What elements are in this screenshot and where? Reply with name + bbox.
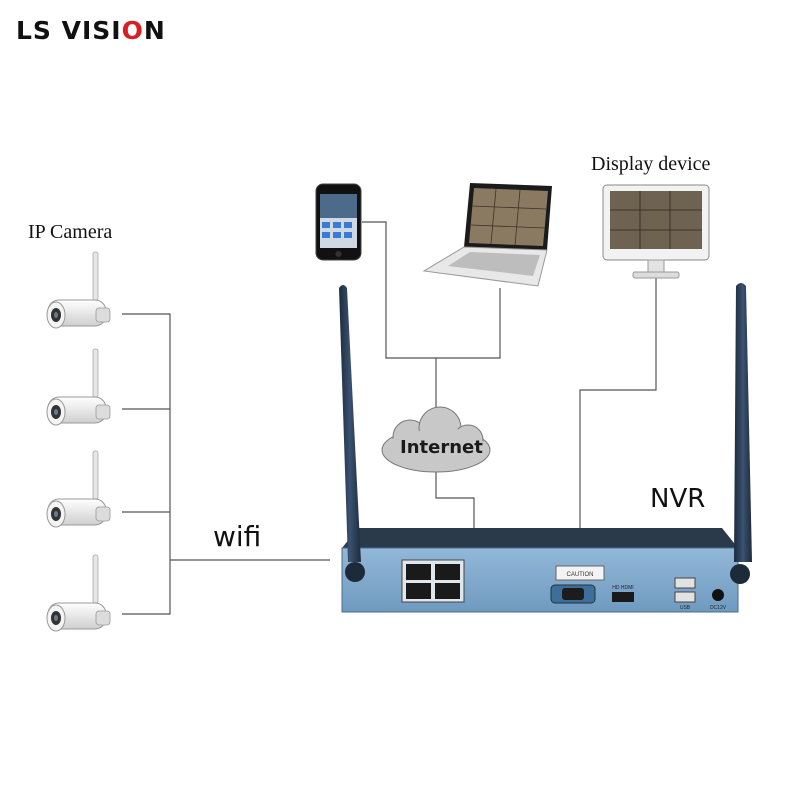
internet-label: Internet	[400, 437, 483, 458]
display-link	[579, 278, 657, 560]
antenna-left	[339, 285, 365, 582]
laptop	[422, 183, 552, 287]
display-device	[602, 184, 710, 279]
nvr-device	[341, 528, 739, 613]
usb-ports	[674, 577, 696, 603]
ip-camera-label: IP Camera	[28, 221, 113, 243]
logo-accent-letter: O	[121, 16, 144, 45]
power-text: DC12V	[710, 605, 727, 611]
lan-ports	[401, 559, 465, 603]
caution-text: CAUTION	[567, 572, 594, 578]
connection-lines	[122, 221, 657, 615]
antenna-right	[730, 283, 752, 584]
internet-to-nvr-link	[435, 470, 475, 555]
phone-link	[362, 221, 436, 359]
wifi-label: wifi	[213, 520, 262, 553]
logo-text-prefix: LS VISI	[16, 16, 122, 45]
vga-port	[550, 584, 596, 604]
ip-camera-2	[46, 348, 111, 426]
internet-cloud	[381, 406, 491, 473]
power-jack	[712, 589, 724, 601]
nvr-label: NVR	[650, 484, 706, 514]
brand-logo: LS VISION	[16, 16, 166, 45]
laptop-link	[435, 288, 501, 420]
ip-camera-3	[46, 450, 111, 528]
usb-text: USB	[680, 605, 691, 611]
caution-sticker	[555, 565, 605, 581]
hdmi-text: HD HDMI	[612, 585, 633, 591]
ip-camera-1	[46, 251, 111, 329]
ip-camera-4	[46, 554, 111, 632]
nvr-top-panel	[342, 528, 738, 548]
smartphone	[315, 183, 362, 261]
camera-link-4	[122, 560, 171, 615]
logo-text-suffix: N	[143, 16, 166, 45]
camera-link-1	[122, 313, 171, 560]
display-device-label: Display device	[591, 153, 711, 175]
hdmi-port	[612, 592, 634, 602]
